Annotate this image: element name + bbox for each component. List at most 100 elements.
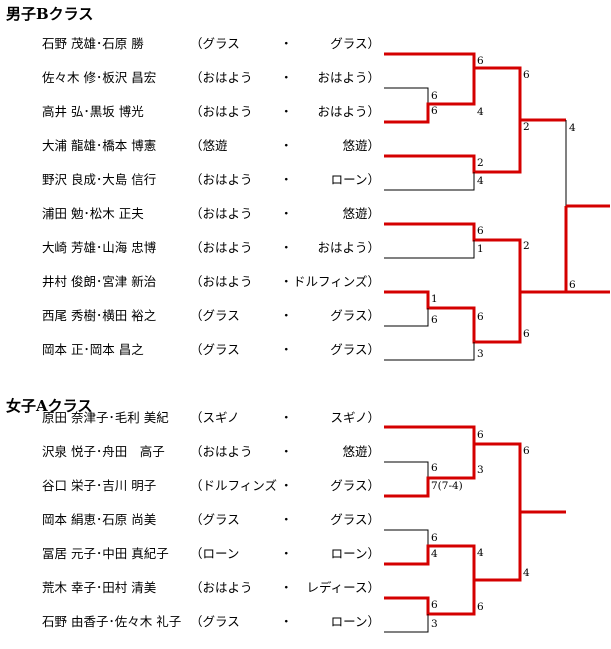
entry-club-left: （おはよう bbox=[190, 580, 253, 595]
entry-club-left: （グラス bbox=[190, 308, 240, 323]
entry-separator: ・ bbox=[280, 410, 293, 425]
entry-players: 石野 茂雄･石原 勝 bbox=[42, 36, 144, 51]
entry-club-left: （グラス bbox=[190, 342, 240, 357]
entry-row: 西尾 秀樹･横田 裕之 （グラス ・ グラス） bbox=[0, 307, 380, 325]
match-score: 1 bbox=[477, 243, 484, 255]
entry-club-left: （おはよう bbox=[190, 240, 253, 255]
entry-club-right: スギノ） bbox=[330, 410, 380, 425]
entry-separator: ・ bbox=[280, 104, 293, 119]
entry-players: 大崎 芳雄･山海 忠博 bbox=[42, 240, 157, 255]
match-score: 6 bbox=[477, 429, 484, 441]
entry-row: 原田 奈津子･毛利 美紀（スギノ・スギノ） bbox=[0, 409, 380, 427]
entry-separator: ・ bbox=[280, 36, 293, 51]
match-score: 2 bbox=[523, 240, 530, 252]
entry-club-left: （グラス bbox=[190, 614, 240, 629]
entry-players: 西尾 秀樹･横田 裕之 bbox=[42, 308, 157, 323]
entry-players: 井村 俊朗･宮津 新治 bbox=[42, 274, 157, 289]
entry-players: 谷口 栄子･吉川 明子 bbox=[42, 478, 157, 493]
entry-row: 井村 俊朗･宮津 新治（おはよう・ドルフィンズ） bbox=[0, 273, 380, 291]
entry-club-right: グラス） bbox=[330, 36, 380, 51]
entry-row: 佐々木 修･板沢 昌宏 （おはよう ・ おはよう） bbox=[0, 69, 380, 87]
entry-separator: ・ bbox=[280, 308, 293, 323]
match-score: 2 bbox=[477, 157, 484, 169]
entry-separator: ・ bbox=[280, 274, 293, 289]
entry-club-left: （おはよう bbox=[190, 70, 253, 85]
entry-players: 岡本 正･岡本 昌之 bbox=[42, 342, 144, 357]
entry-players: 荒木 幸子･田村 清美 bbox=[42, 580, 157, 595]
entry-club-right: グラス） bbox=[330, 342, 380, 357]
entry-row: 荒木 幸子･田村 清美（おはよう・レディース） bbox=[0, 579, 380, 597]
entry-separator: ・ bbox=[280, 614, 293, 629]
bracket-line-winner bbox=[384, 512, 522, 582]
bracket-line-winner bbox=[384, 425, 566, 514]
entry-players: 沢泉 悦子･舟田 高子 bbox=[42, 444, 165, 459]
match-score: 6 bbox=[431, 90, 438, 102]
entry-club-right: 悠遊） bbox=[342, 206, 380, 221]
entry-club-left: （ローン bbox=[190, 546, 240, 561]
entry-separator: ・ bbox=[280, 478, 293, 493]
entry-club-right: グラス） bbox=[330, 512, 380, 527]
section-title-mens-b: 男子Bクラス bbox=[6, 5, 94, 23]
section-title-womens-a: 女子Aクラス bbox=[6, 397, 93, 415]
entry-row: 野沢 良成･大島 信行（おはよう・ローン） bbox=[0, 171, 380, 189]
match-score: 6 bbox=[523, 445, 530, 457]
bracket-line-winner bbox=[384, 444, 476, 498]
bracket-line bbox=[384, 614, 429, 633]
entry-club-left: （おはよう bbox=[190, 206, 253, 221]
match-score: 4 bbox=[523, 567, 530, 579]
entry-players: 佐々木 修･板沢 昌宏 bbox=[42, 70, 157, 85]
match-score: 6 bbox=[477, 311, 484, 323]
entry-row: 高井 弘･黒坂 博光（おはよう・おはよう） bbox=[0, 103, 380, 121]
entry-club-right: グラス） bbox=[330, 308, 380, 323]
entry-separator: ・ bbox=[280, 342, 293, 357]
entry-separator: ・ bbox=[280, 546, 293, 561]
entry-club-left: （おはよう bbox=[190, 444, 253, 459]
match-score: 4 bbox=[477, 106, 484, 118]
entry-row: 浦田 勉･松木 正夫（おはよう・悠遊） bbox=[0, 205, 380, 223]
match-score: 1 bbox=[431, 293, 438, 305]
entry-separator: ・ bbox=[280, 240, 293, 255]
entry-club-left: （悠遊 bbox=[190, 138, 228, 153]
entry-separator: ・ bbox=[280, 206, 293, 221]
bracket-line bbox=[384, 342, 475, 361]
entry-row: 冨居 元子･中田 真紀子（ローン・ローン） bbox=[0, 545, 380, 563]
entry-club-left: （グラス bbox=[190, 512, 240, 527]
match-score: 3 bbox=[477, 348, 484, 360]
bracket-line-winner bbox=[384, 68, 476, 124]
match-score: 6 bbox=[431, 599, 438, 611]
bracket-line bbox=[384, 529, 429, 546]
bracket-line bbox=[384, 308, 429, 327]
entry-club-right: ドルフィンズ） bbox=[292, 274, 380, 289]
entry-club-right: ローン） bbox=[330, 614, 380, 629]
match-score: 6 bbox=[477, 225, 484, 237]
entry-club-left: （おはよう bbox=[190, 104, 253, 119]
match-score: 6 bbox=[431, 462, 438, 474]
entry-row: 岡本 正･岡本 昌之 （グラス ・ グラス） bbox=[0, 341, 380, 359]
entry-players: 大浦 龍雄･橋本 博憲 bbox=[42, 138, 157, 153]
entry-separator: ・ bbox=[280, 444, 293, 459]
bracket-line-winner bbox=[384, 52, 566, 122]
match-score: 6 bbox=[431, 105, 438, 117]
bracket-line-winner bbox=[384, 222, 566, 294]
entry-separator: ・ bbox=[280, 580, 293, 595]
entry-row: 岡本 絹恵･石原 尚美（グラス・グラス） bbox=[0, 511, 380, 529]
entry-row: 大浦 龍雄･橋本 博憲（悠遊・悠遊） bbox=[0, 137, 380, 155]
entry-players: 冨居 元子･中田 真紀子 bbox=[42, 546, 169, 561]
entry-players: 石野 由香子･佐々木 礼子 bbox=[42, 614, 182, 629]
entry-club-left: （スギノ bbox=[190, 410, 240, 425]
entry-club-right: おはよう） bbox=[317, 70, 380, 85]
match-score: 4 bbox=[569, 122, 576, 134]
match-score: 4 bbox=[431, 548, 438, 560]
entry-club-right: ローン） bbox=[330, 172, 380, 187]
entry-club-left: （ドルフィンズ bbox=[190, 478, 278, 493]
bracket-line bbox=[384, 87, 429, 104]
entry-separator: ・ bbox=[280, 70, 293, 85]
match-score: 4 bbox=[477, 175, 484, 187]
match-score: 6 bbox=[523, 328, 530, 340]
entry-players: 高井 弘･黒坂 博光 bbox=[42, 104, 144, 119]
entry-club-right: グラス） bbox=[330, 478, 380, 493]
bracket-line-winner bbox=[384, 290, 522, 344]
entry-separator: ・ bbox=[280, 172, 293, 187]
entry-row: 谷口 栄子･吉川 明子 （ドルフィンズ・ グラス） bbox=[0, 477, 380, 495]
